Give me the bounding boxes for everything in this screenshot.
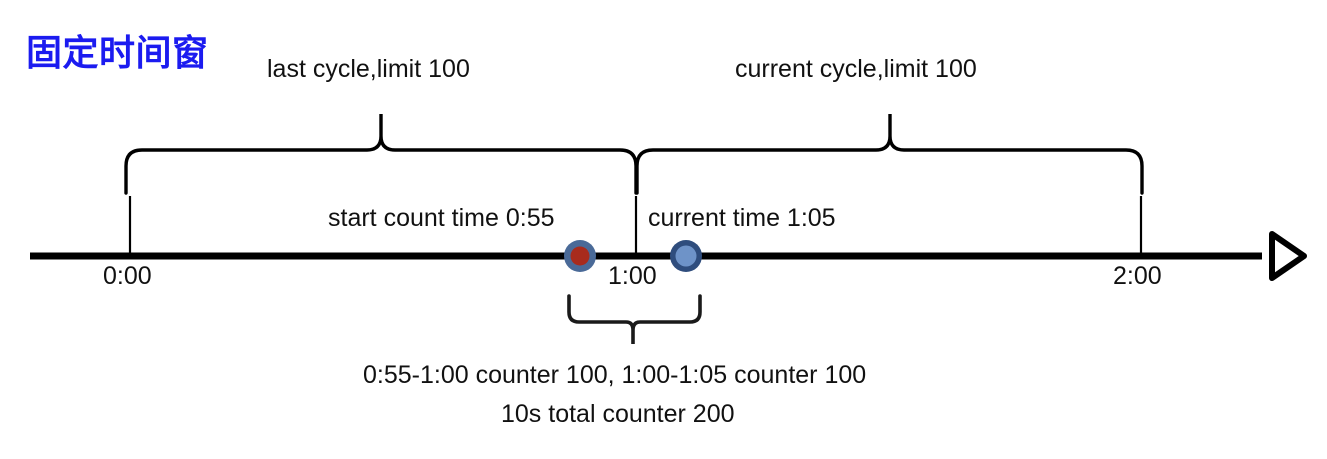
page-title: 固定时间窗 [26, 32, 209, 73]
current-time-marker[interactable] [670, 240, 702, 272]
start-count-marker[interactable] [564, 240, 596, 272]
current-time-marker-fill [675, 245, 697, 267]
start-count-time-label: start count time 0:55 [328, 204, 555, 232]
brace-last-cycle [124, 114, 638, 195]
axis-tick-label-2-00: 2:00 [1113, 262, 1162, 290]
brace-current-cycle [635, 114, 1144, 195]
start-count-marker-fill [570, 246, 590, 266]
current-time-label: current time 1:05 [648, 204, 836, 232]
axis-tick-label-1-00: 1:00 [608, 262, 657, 290]
arrow-right-open-icon [1269, 231, 1307, 281]
last-cycle-label: last cycle,limit 100 [267, 55, 470, 83]
axis-tick-label-0-00: 0:00 [103, 262, 152, 290]
current-cycle-label: current cycle,limit 100 [735, 55, 977, 83]
counter-detail-label: 0:55-1:00 counter 100, 1:00-1:05 counter… [363, 361, 867, 389]
brace-window-10s [567, 294, 702, 344]
counter-total-label: 10s total counter 200 [501, 400, 735, 428]
